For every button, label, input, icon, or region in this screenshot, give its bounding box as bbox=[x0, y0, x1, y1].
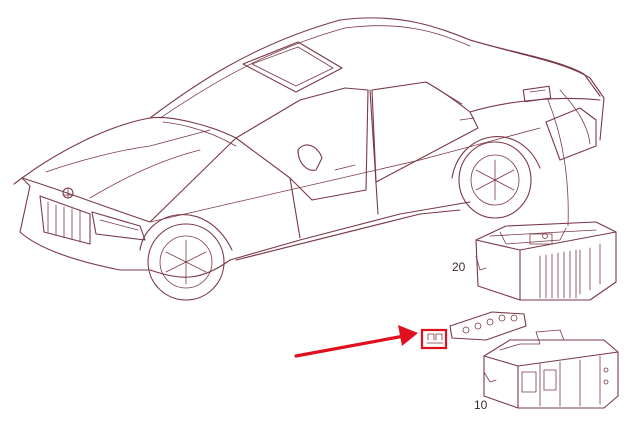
side-mirror bbox=[297, 144, 323, 171]
front-grille bbox=[39, 195, 91, 245]
callout-10: 10 bbox=[474, 398, 488, 412]
red-arrow bbox=[294, 325, 418, 358]
callout-20: 20 bbox=[452, 260, 466, 274]
connector-part bbox=[449, 311, 527, 341]
leader-line-20 bbox=[547, 99, 569, 227]
sunroof bbox=[242, 41, 343, 93]
rear-wheel bbox=[458, 141, 532, 219]
rear-module bbox=[522, 85, 552, 103]
module-part-20 bbox=[475, 221, 617, 301]
module-part-10 bbox=[483, 329, 619, 409]
highlight-box bbox=[420, 328, 448, 350]
car-illustration bbox=[13, 17, 605, 301]
highlighted-part bbox=[420, 328, 448, 350]
headlamp bbox=[91, 211, 146, 241]
clip-icon bbox=[426, 333, 444, 344]
front-wheel bbox=[147, 223, 225, 301]
